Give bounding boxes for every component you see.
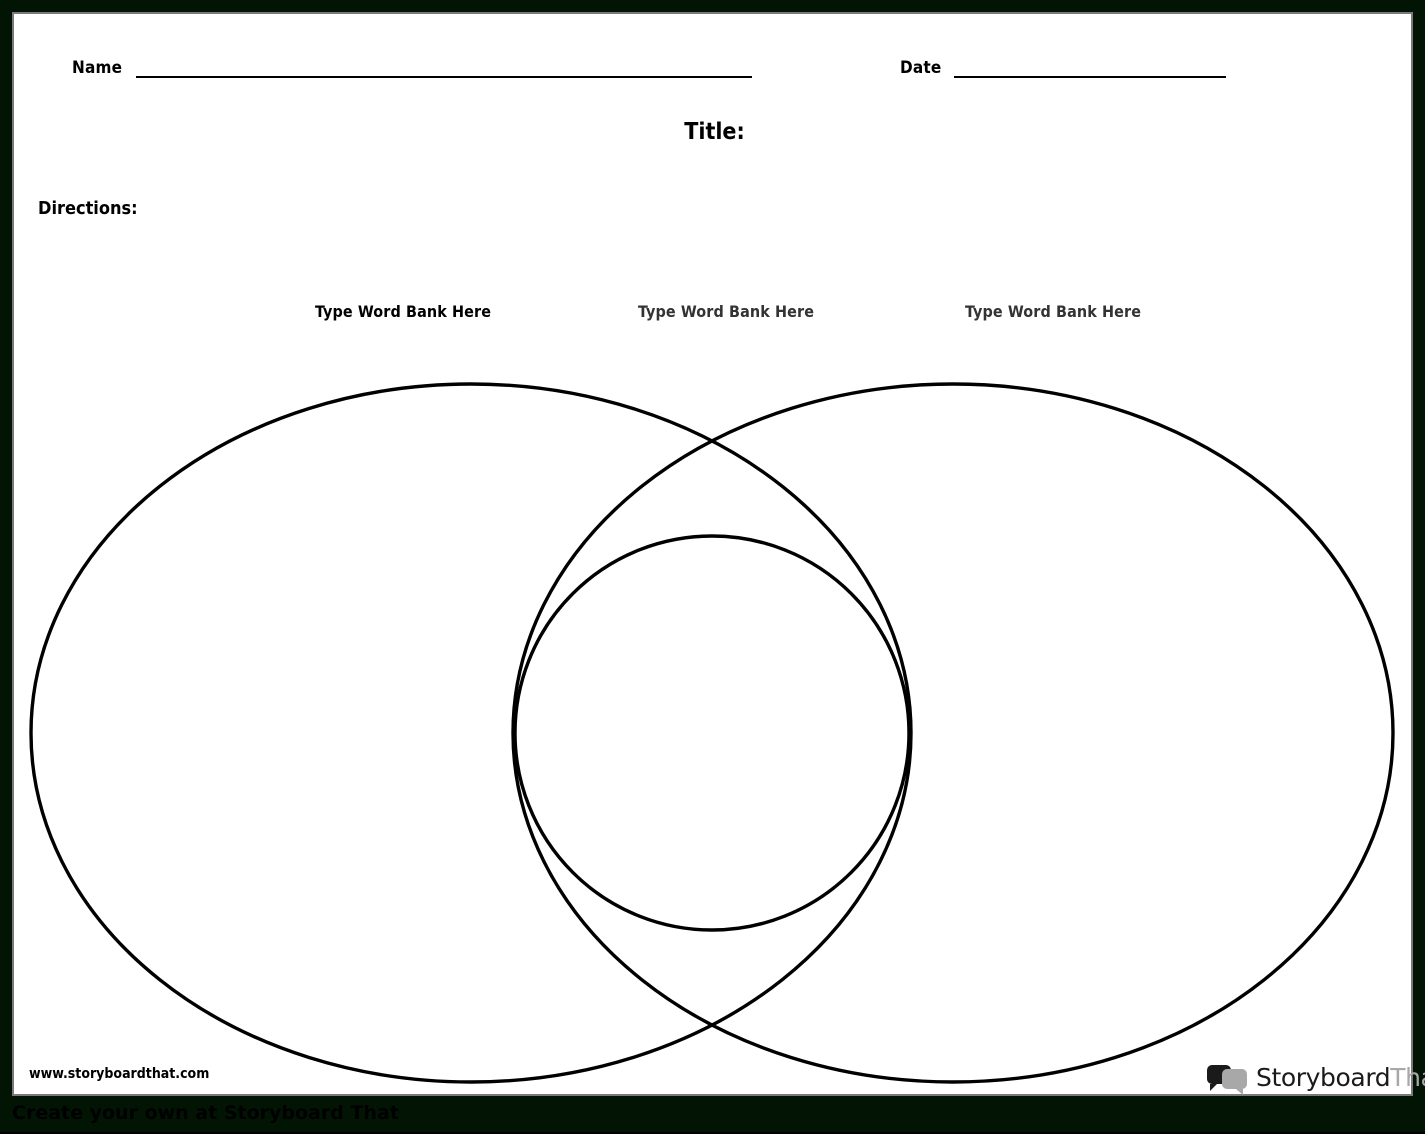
word-bank-left[interactable]: Type Word Bank Here bbox=[315, 302, 492, 321]
name-field-label: Name bbox=[72, 58, 123, 78]
logo-wordmark-secondary: That bbox=[1390, 1062, 1425, 1092]
directions-label[interactable]: Directions: bbox=[38, 198, 138, 219]
date-field-label: Date bbox=[900, 58, 942, 78]
venn-right-ellipse[interactable] bbox=[511, 382, 1395, 1084]
speech-bubbles-icon bbox=[1207, 1063, 1249, 1095]
promo-text[interactable]: Create your own at Storyboard That bbox=[12, 1102, 399, 1124]
word-bank-right[interactable]: Type Word Bank Here bbox=[965, 302, 1142, 321]
logo-wordmark-primary: Storyboard bbox=[1256, 1062, 1391, 1092]
footer-website-url[interactable]: www.storyboardthat.com bbox=[29, 1066, 210, 1082]
worksheet-title[interactable]: Title: bbox=[684, 119, 745, 145]
speech-bubble-front-icon bbox=[1222, 1069, 1247, 1095]
name-input-line[interactable] bbox=[136, 76, 752, 78]
word-bank-middle[interactable]: Type Word Bank Here bbox=[638, 302, 815, 321]
venn-left-ellipse[interactable] bbox=[29, 382, 913, 1084]
promo-bar: Create your own at Storyboard That bbox=[0, 1096, 1425, 1132]
date-input-line[interactable] bbox=[954, 76, 1226, 78]
venn-middle-circle[interactable] bbox=[513, 534, 911, 932]
worksheet-sheet: Name Date Title: Directions: Type Word B… bbox=[12, 12, 1425, 1097]
